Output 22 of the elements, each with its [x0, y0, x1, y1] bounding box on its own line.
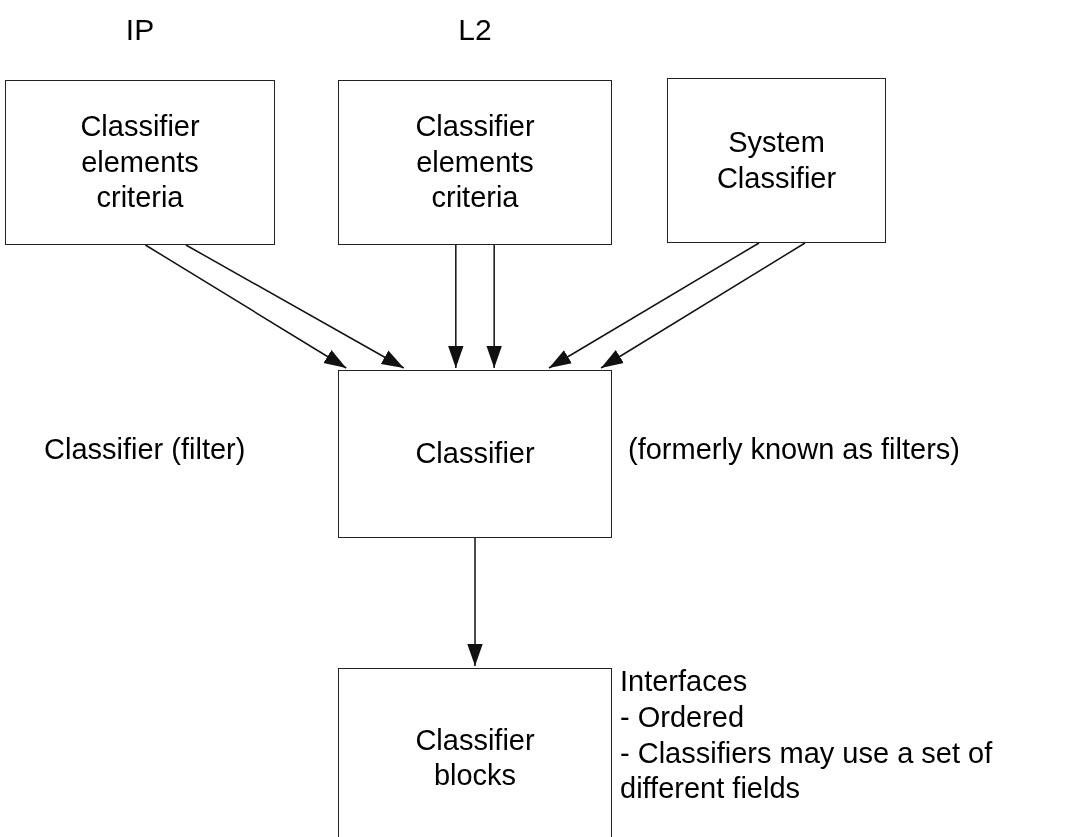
annotation: - Ordered — [620, 700, 745, 735]
annotation: (formerly known as filters) — [628, 432, 960, 467]
process-box — [667, 78, 886, 243]
node-label: Classifier blocks — [414, 722, 536, 793]
annotation: Classifier (filter) — [44, 432, 246, 467]
arrow — [548, 242, 760, 369]
arrow — [600, 242, 806, 369]
arrow — [486, 244, 502, 369]
process-box — [338, 668, 612, 837]
node-label: Classifier elements criteria — [79, 109, 201, 216]
arrow — [144, 244, 347, 369]
annotation: Interfaces — [620, 664, 748, 699]
node-label: System Classifier — [715, 125, 838, 196]
arrow — [448, 244, 464, 369]
annotation: - Classifiers may use a set of different fields — [620, 736, 994, 807]
process-box — [338, 370, 612, 538]
arrow — [185, 244, 405, 369]
node-label: Classifier — [415, 436, 535, 472]
node-label: Classifier elements criteria — [414, 109, 536, 216]
arrow — [467, 537, 483, 667]
column-heading: IP — [124, 13, 156, 47]
column-heading: L2 — [457, 13, 493, 47]
